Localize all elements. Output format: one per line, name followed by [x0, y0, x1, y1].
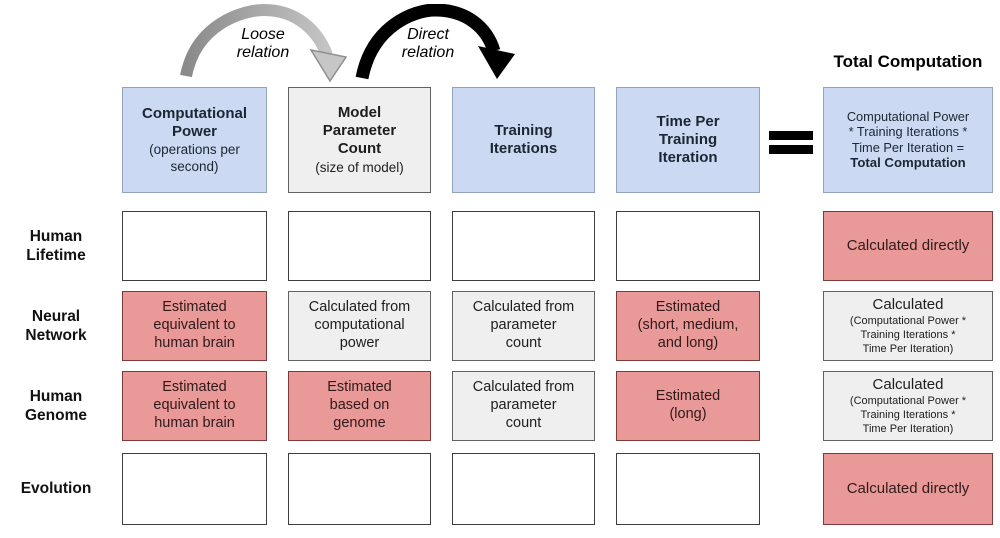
table-cell: Calculated from parameter count — [452, 291, 595, 361]
cell-text: Estimated (long) — [655, 388, 721, 422]
header-title: Model Parameter Count — [322, 103, 397, 158]
cell-subtext: (Computational Power * Training Iteratio… — [849, 395, 967, 435]
header-time-per-training-iteration: Time Per Training Iteration — [616, 87, 760, 193]
cell-text: Calculated from parameter count — [472, 299, 575, 351]
table-cell: Estimated (long) — [616, 371, 760, 441]
header-title: Computational Power — [142, 104, 247, 141]
header-subtitle: (operations per second) — [149, 142, 240, 174]
table-cell — [288, 453, 431, 525]
cell-text: Calculated from computational power — [308, 299, 411, 351]
direct-relation-arrow-icon — [355, 4, 515, 80]
table-cell: Calculated directly — [823, 211, 993, 281]
header-total-computation-formula: Computational Power * Training Iteration… — [823, 87, 993, 193]
cell-text: Estimated equivalent to human brain — [153, 299, 236, 351]
equals-bar-bottom — [769, 145, 813, 154]
table-cell — [616, 453, 760, 525]
table-cell: Estimated based on genome — [288, 371, 431, 441]
equals-icon — [769, 131, 813, 154]
row-label-human-lifetime: Human Lifetime — [26, 227, 86, 264]
table-cell: Calculated directly — [823, 453, 993, 525]
header-title: Training Iterations — [489, 121, 558, 157]
cell-text: Calculated directly — [846, 479, 970, 497]
row-label-human-genome: Human Genome — [24, 387, 87, 424]
header-subtitle: (size of model) — [315, 159, 404, 175]
loose-relation-arrow-icon — [180, 4, 348, 83]
cell-text: Estimated based on genome — [327, 379, 392, 431]
table-cell — [452, 453, 595, 525]
row-label-neural-network: Neural Network — [25, 307, 87, 344]
cell-subtext: (Computational Power * Training Iteratio… — [849, 315, 967, 355]
formula-result: Total Computation — [850, 155, 966, 171]
table-cell: Estimated (short, medium, and long) — [616, 291, 760, 361]
header-training-iterations: Training Iterations — [452, 87, 595, 193]
header-computational-power: Computational Power (operations per seco… — [122, 87, 267, 193]
table-cell: Calculated from parameter count — [452, 371, 595, 441]
direct-relation-label: Direct relation — [401, 26, 455, 62]
table-cell: Estimated equivalent to human brain — [122, 371, 267, 441]
table-cell: Calculated from computational power — [288, 291, 431, 361]
loose-relation-label: Loose relation — [236, 26, 290, 62]
cell-text: Calculated — [872, 295, 944, 313]
header-model-parameter-count: Model Parameter Count (size of model) — [288, 87, 431, 193]
table-cell: Calculated (Computational Power * Traini… — [823, 371, 993, 441]
row-label-evolution: Evolution — [20, 480, 92, 498]
cell-text: Estimated (short, medium, and long) — [637, 299, 739, 351]
cell-text: Estimated equivalent to human brain — [153, 379, 236, 431]
table-cell — [452, 211, 595, 281]
cell-text: Calculated — [872, 375, 944, 393]
cell-text: Calculated from parameter count — [472, 379, 575, 431]
table-cell — [122, 453, 267, 525]
table-cell: Calculated (Computational Power * Traini… — [823, 291, 993, 361]
table-cell — [616, 211, 760, 281]
table-cell: Estimated equivalent to human brain — [122, 291, 267, 361]
table-cell — [288, 211, 431, 281]
cell-text: Calculated directly — [846, 236, 970, 254]
header-title: Time Per Training Iteration — [656, 112, 720, 167]
formula-text: Computational Power * Training Iteration… — [846, 108, 970, 155]
equals-bar-top — [769, 131, 813, 140]
table-cell — [122, 211, 267, 281]
total-computation-heading: Total Computation — [833, 52, 983, 71]
relation-arrows-graphic — [180, 4, 515, 83]
